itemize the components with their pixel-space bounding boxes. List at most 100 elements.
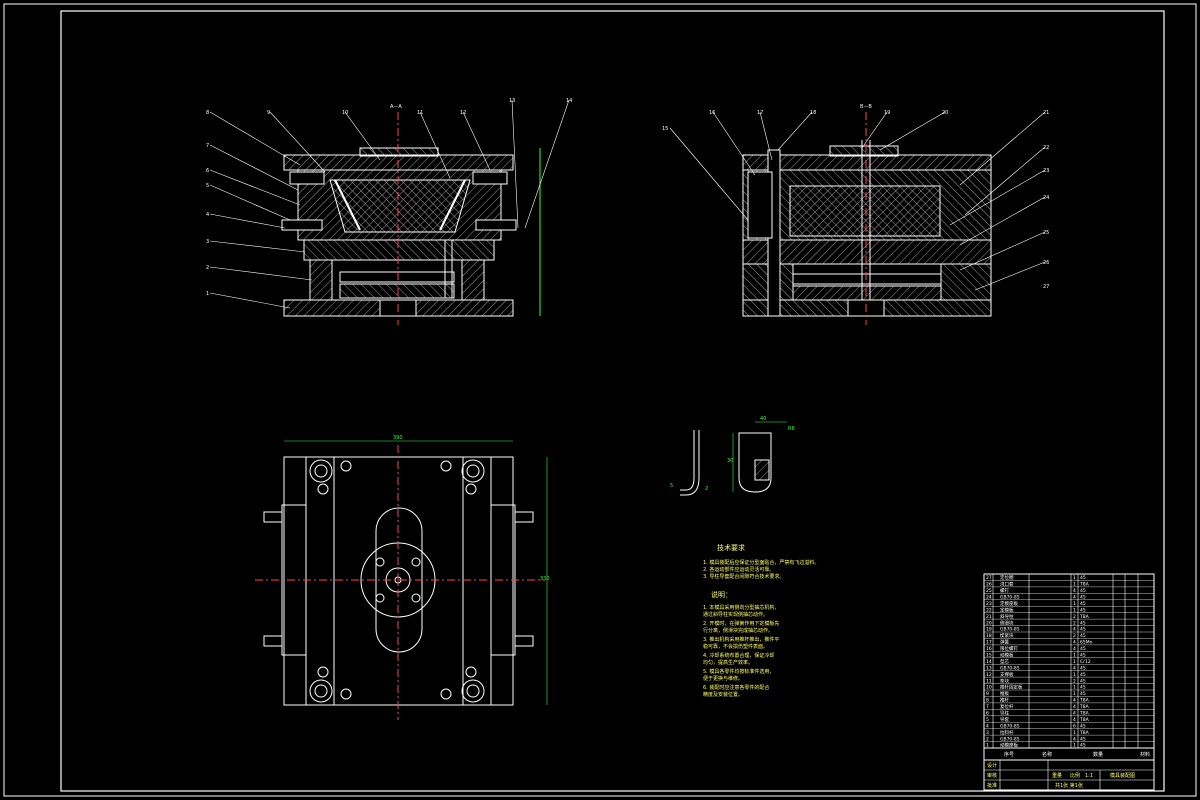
section-view-aa: A－A	[206, 98, 572, 325]
bom-cell: 45	[1080, 594, 1086, 600]
bom-cell: 2	[1073, 620, 1076, 626]
bom-cell: 导套	[1000, 716, 1009, 723]
bom-cell: 25	[986, 588, 992, 594]
bom-cell: 4	[1073, 640, 1076, 646]
bom-cell: 45	[1080, 627, 1086, 633]
callout-21: 21	[1043, 110, 1049, 116]
callout-9: 9	[267, 110, 270, 116]
bom-cell: 斜导柱	[1000, 613, 1014, 620]
bom-cell: 45	[1080, 736, 1086, 742]
bom-cell: 4	[1073, 594, 1076, 600]
bom-cell: T8A	[1079, 698, 1090, 704]
bom-cell: 5	[986, 717, 989, 723]
callout-11: 11	[417, 110, 423, 116]
inner-border	[60, 10, 1165, 792]
section-aa-label: A－A	[390, 104, 402, 110]
bom-cell: 45	[1080, 646, 1086, 652]
callout-20: 20	[942, 110, 948, 116]
bom-cell: 弹簧	[1000, 639, 1009, 646]
bom-cell: 65Mn	[1080, 640, 1093, 646]
bom-cell: 1	[1073, 743, 1076, 749]
tb-check: 审核	[987, 772, 997, 779]
bom-cell: 2	[1073, 678, 1076, 684]
bom-cell: 螺钉	[1000, 587, 1009, 594]
bom-cell: 4	[1073, 704, 1076, 710]
bom-cell: 2	[1073, 633, 1076, 639]
bom-cell: GB70-85	[1000, 594, 1020, 600]
bom-cell: 4	[1073, 736, 1076, 742]
bom-cell: 1	[1073, 601, 1076, 607]
callout-25: 25	[1043, 230, 1049, 236]
callout-7: 7	[206, 143, 209, 149]
bom-cell: GB70-85	[1000, 736, 1020, 742]
callout-10: 10	[342, 110, 348, 116]
bom-cell: 2	[1073, 614, 1076, 620]
desc-item-4: 行分离，侧滑块完成抽芯动作。	[703, 627, 773, 634]
desc-item-2: 通过斜导柱实现侧抽芯动作。	[703, 611, 768, 618]
desc-item-10: 便于更换与维修。	[703, 675, 743, 682]
tech-title: 技术要求	[717, 543, 745, 552]
desc-item-1: 1. 本模具采用侧向分型抽芯机构，	[703, 604, 779, 611]
part-dim-radius: R8	[788, 426, 795, 432]
bom-cell: 导柱	[1000, 709, 1009, 716]
bom-cell: 4	[1073, 710, 1076, 716]
bom-cell: 45	[1080, 588, 1086, 594]
bom-cell: T8A	[1079, 710, 1090, 716]
bom-cell: T8A	[1079, 582, 1090, 588]
bom-cell: 1	[1073, 672, 1076, 678]
bom-cell: 推杆固定板	[1000, 684, 1023, 691]
callout-1: 1	[206, 291, 209, 297]
desc-item-7: 4. 冷却系统布置合理，保证冷却	[703, 652, 774, 659]
bom-cell: 1	[1073, 575, 1076, 581]
part-dim-width: 40	[760, 416, 766, 422]
bom-cell: 4	[1073, 646, 1076, 652]
bom-cell: 定位圈	[1000, 574, 1014, 581]
bom-cell: Cr12	[1080, 659, 1091, 665]
section-view-bb: B－B 15 16 17 18 19 20	[662, 104, 1049, 325]
bom-cell: 动模板	[1000, 651, 1014, 658]
bom-cell: 4	[1073, 588, 1076, 594]
tb-ratio: 比例	[1070, 772, 1080, 779]
bom-cell: 22	[986, 607, 992, 613]
bom-cell: 11	[986, 678, 992, 684]
bom-cell: GB70-85	[1000, 723, 1020, 729]
tb-weight: 重量	[1052, 772, 1062, 779]
desc-item-9: 5. 模具各零件均按标准件选用，	[703, 668, 774, 675]
bom-cell: 垫块	[1000, 677, 1009, 684]
bom-cell: 20	[986, 620, 992, 626]
bom-cell: 1	[1073, 691, 1076, 697]
callout-5: 5	[206, 183, 209, 189]
bom-cell: 拉料杆	[1000, 729, 1014, 736]
bom-cell: T8A	[1079, 614, 1090, 620]
tech-item-1: 1. 模具装配后应保证分型面贴合，严禁有飞边溢料。	[703, 559, 819, 566]
callout-6: 6	[206, 168, 209, 174]
bom-cell: 1	[1073, 652, 1076, 658]
bom-cell: 45	[1080, 723, 1086, 729]
bom-cell: 浇口套	[1000, 581, 1014, 588]
callout-17: 17	[757, 110, 763, 116]
tech-item-3: 3. 导柱导套配合间隙符合技术要求。	[703, 573, 784, 580]
bom-header-name: 名称	[1042, 751, 1052, 758]
desc-item-8: 均匀，提高生产效率。	[703, 659, 753, 666]
bom-cell: 27	[986, 575, 992, 581]
bom-cell: 3	[986, 730, 989, 736]
bom-cell: 楔紧块	[1000, 632, 1014, 639]
bom-cell: 24	[986, 594, 992, 600]
bom-cell: 45	[1080, 601, 1086, 607]
bom-cell: 21	[986, 614, 992, 620]
bom-cell: 9	[986, 691, 989, 697]
bom-cell: 8	[986, 698, 989, 704]
plan-height-dim: 330	[540, 576, 550, 582]
tb-sheet: 共1张 第1张	[1055, 782, 1083, 789]
bom-header-no: 序号	[1004, 751, 1014, 758]
bom-cell: 45	[1080, 620, 1086, 626]
bom-cell: 23	[986, 601, 992, 607]
bom-cell: 支撑板	[1000, 671, 1014, 678]
bom-cell: 4	[1073, 717, 1076, 723]
bom-cell: 45	[1080, 575, 1086, 581]
bom-cell: 45	[1080, 633, 1086, 639]
bom-cell: 1	[986, 743, 989, 749]
